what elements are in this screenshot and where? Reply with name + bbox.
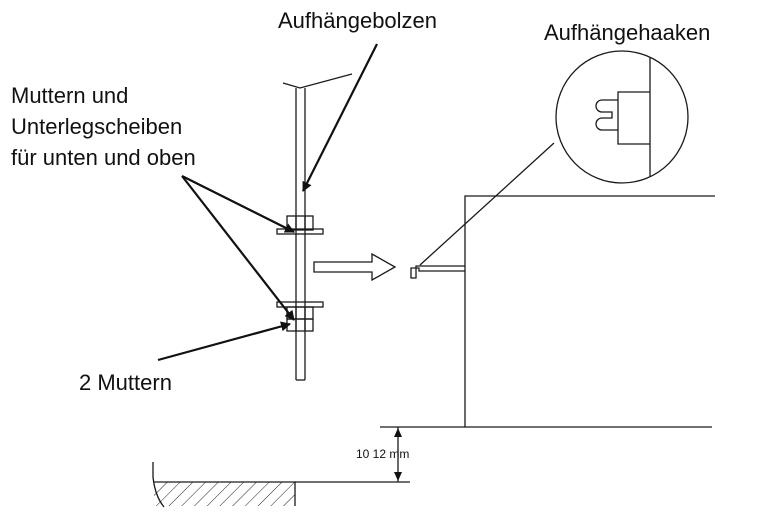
upper-nut-washer [276, 215, 324, 235]
leader-arrows [157, 43, 378, 362]
direction-arrow [313, 252, 397, 282]
hook-detail-circle [419, 50, 689, 266]
label-nuts-washers-line3: für unten und oben [11, 145, 196, 170]
label-gap-dimension: 10 12 mm [356, 447, 409, 461]
label-suspension-hook: Aufhängehaaken [544, 20, 710, 45]
ceiling-anchor [282, 73, 353, 89]
label-nuts-washers-line1: Muttern und [11, 83, 128, 108]
suspension-hook-bracket [410, 265, 465, 279]
label-suspension-bolt: Aufhängebolzen [278, 8, 437, 33]
gap-dimension [394, 427, 402, 482]
ceiling-slab [152, 426, 465, 508]
indoor-unit-body [464, 195, 715, 428]
detail-leader-line [419, 142, 555, 266]
label-nuts-washers-line2: Unterlegscheiben [11, 114, 182, 139]
label-two-nuts: 2 Muttern [79, 370, 172, 395]
